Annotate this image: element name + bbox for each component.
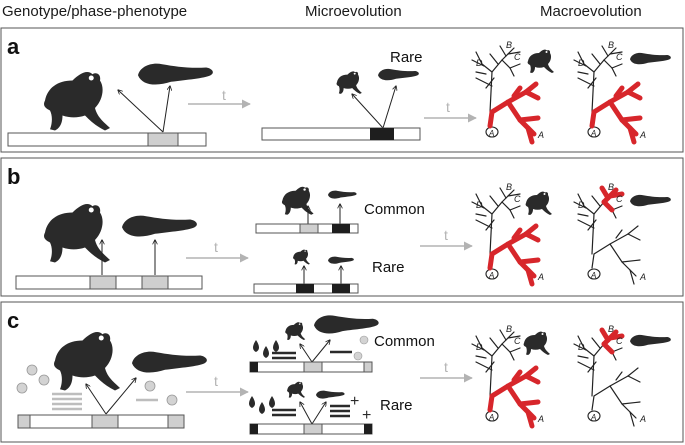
tree-label-c: C [514, 336, 521, 346]
tree-label-a: A [537, 130, 544, 140]
tree-label-c: C [616, 52, 623, 62]
header-genotype: Genotype/phase-phenotype [2, 3, 188, 20]
gene-region-gray [303, 423, 323, 435]
tree-label-a: A [639, 414, 646, 424]
tree-label-c: C [514, 52, 521, 62]
tree-label-d: D [578, 58, 585, 68]
gene-region-gray [147, 132, 179, 147]
gene-region-black [250, 362, 258, 372]
tree-label-a: A [537, 272, 544, 282]
small-frog-silhouette [281, 186, 314, 215]
small-frog-silhouette [336, 71, 362, 94]
header-microevolution: Microevolution [305, 3, 402, 20]
panel-a: a t Rare t D B C A D B C A [0, 27, 684, 153]
annotation-common-b: Common [364, 201, 425, 218]
time-label-a: t [222, 87, 226, 103]
panel-b-border [0, 157, 684, 297]
time-label-c: t [214, 373, 218, 389]
gene-region-black [364, 424, 372, 434]
panel-b: b t Common Rare t D B C [0, 157, 684, 297]
gene-region-black [332, 224, 350, 233]
tree-label-a: A [537, 414, 544, 424]
gene-region-gray [91, 414, 119, 429]
plus-symbol-icon: + [350, 393, 359, 410]
small-tadpole-silhouette [378, 68, 419, 81]
genome-bar-micro [261, 127, 421, 141]
gene-region-black [250, 424, 258, 434]
tree-label-b: B [506, 182, 512, 192]
annotation-rare-c: Rare [380, 397, 413, 414]
environment-particles [16, 364, 178, 406]
tiny-frog-silhouette [287, 381, 306, 398]
tree-label-d: D [476, 200, 483, 210]
time-label-a2: t [446, 99, 450, 115]
gene-region-black [332, 284, 350, 293]
gene-region-gray [17, 414, 31, 429]
tree-label-a: A [639, 272, 646, 282]
panel-b-letter: b [7, 164, 20, 189]
signal-lines-rare [272, 404, 350, 418]
tree-tadpole-icon [630, 334, 671, 347]
tiny-tadpole-silhouette [316, 390, 345, 399]
tree-label-b: B [506, 40, 512, 50]
time-label-b2: t [444, 227, 448, 243]
tree-label-b: B [608, 40, 614, 50]
tree-frog-icon [525, 191, 552, 215]
time-label-b: t [214, 239, 218, 255]
small-tadpole-silhouette [328, 190, 357, 199]
tadpole-silhouette [138, 63, 213, 85]
gene-region-gray [141, 275, 169, 290]
adult-frog-silhouette [44, 71, 110, 131]
tiny-frog-silhouette [293, 249, 310, 265]
panel-c-letter: c [7, 308, 19, 333]
tree-tadpole-icon [630, 194, 671, 207]
tree-frog-icon [523, 331, 550, 355]
tree-label-d: D [578, 342, 585, 352]
annotation-common-c: Common [374, 333, 435, 350]
gene-region-gray [89, 275, 117, 290]
time-label-c2: t [444, 359, 448, 375]
small-frog-silhouette [285, 322, 306, 341]
tree-label-b: B [608, 182, 614, 192]
annotation-rare-b: Rare [372, 259, 405, 276]
panel-a-letter: a [7, 34, 20, 59]
tree-label-c: C [616, 194, 623, 204]
gene-region-black [296, 284, 314, 293]
tree-label-a: A [639, 130, 646, 140]
environment-drops-rare [249, 396, 275, 414]
tree-label-d: D [476, 58, 483, 68]
adult-frog-silhouette [44, 203, 110, 263]
header-macroevolution: Macroevolution [540, 3, 642, 20]
gene-region-gray [167, 414, 185, 429]
tadpole-silhouette [132, 351, 207, 373]
tree-label-b: B [506, 324, 512, 334]
tree-frog-icon [527, 49, 554, 73]
tiny-tadpole-silhouette [328, 256, 354, 264]
tree-label-c: C [514, 194, 521, 204]
signal-lines-common [272, 350, 352, 360]
panel-c: c t [0, 301, 684, 443]
panel-c-border [0, 301, 684, 443]
tree-tadpole-icon [630, 52, 671, 65]
panel-a-border [0, 27, 684, 153]
gene-region-gray [303, 361, 323, 373]
plus-symbol-icon: + [362, 407, 371, 424]
gene-region-gray [363, 361, 373, 373]
small-tadpole-silhouette [314, 315, 379, 334]
tree-label-b: B [608, 324, 614, 334]
gene-region-gray [299, 223, 319, 234]
annotation-rare-a: Rare [390, 49, 423, 66]
environment-signal-lines [52, 392, 158, 411]
tree-label-d: D [578, 200, 585, 210]
adult-frog-silhouette [54, 331, 120, 391]
tree-label-c: C [616, 336, 623, 346]
tadpole-silhouette [122, 215, 197, 237]
gene-region-black [370, 128, 394, 140]
environment-drops-common [253, 340, 279, 358]
tree-label-d: D [476, 342, 483, 352]
